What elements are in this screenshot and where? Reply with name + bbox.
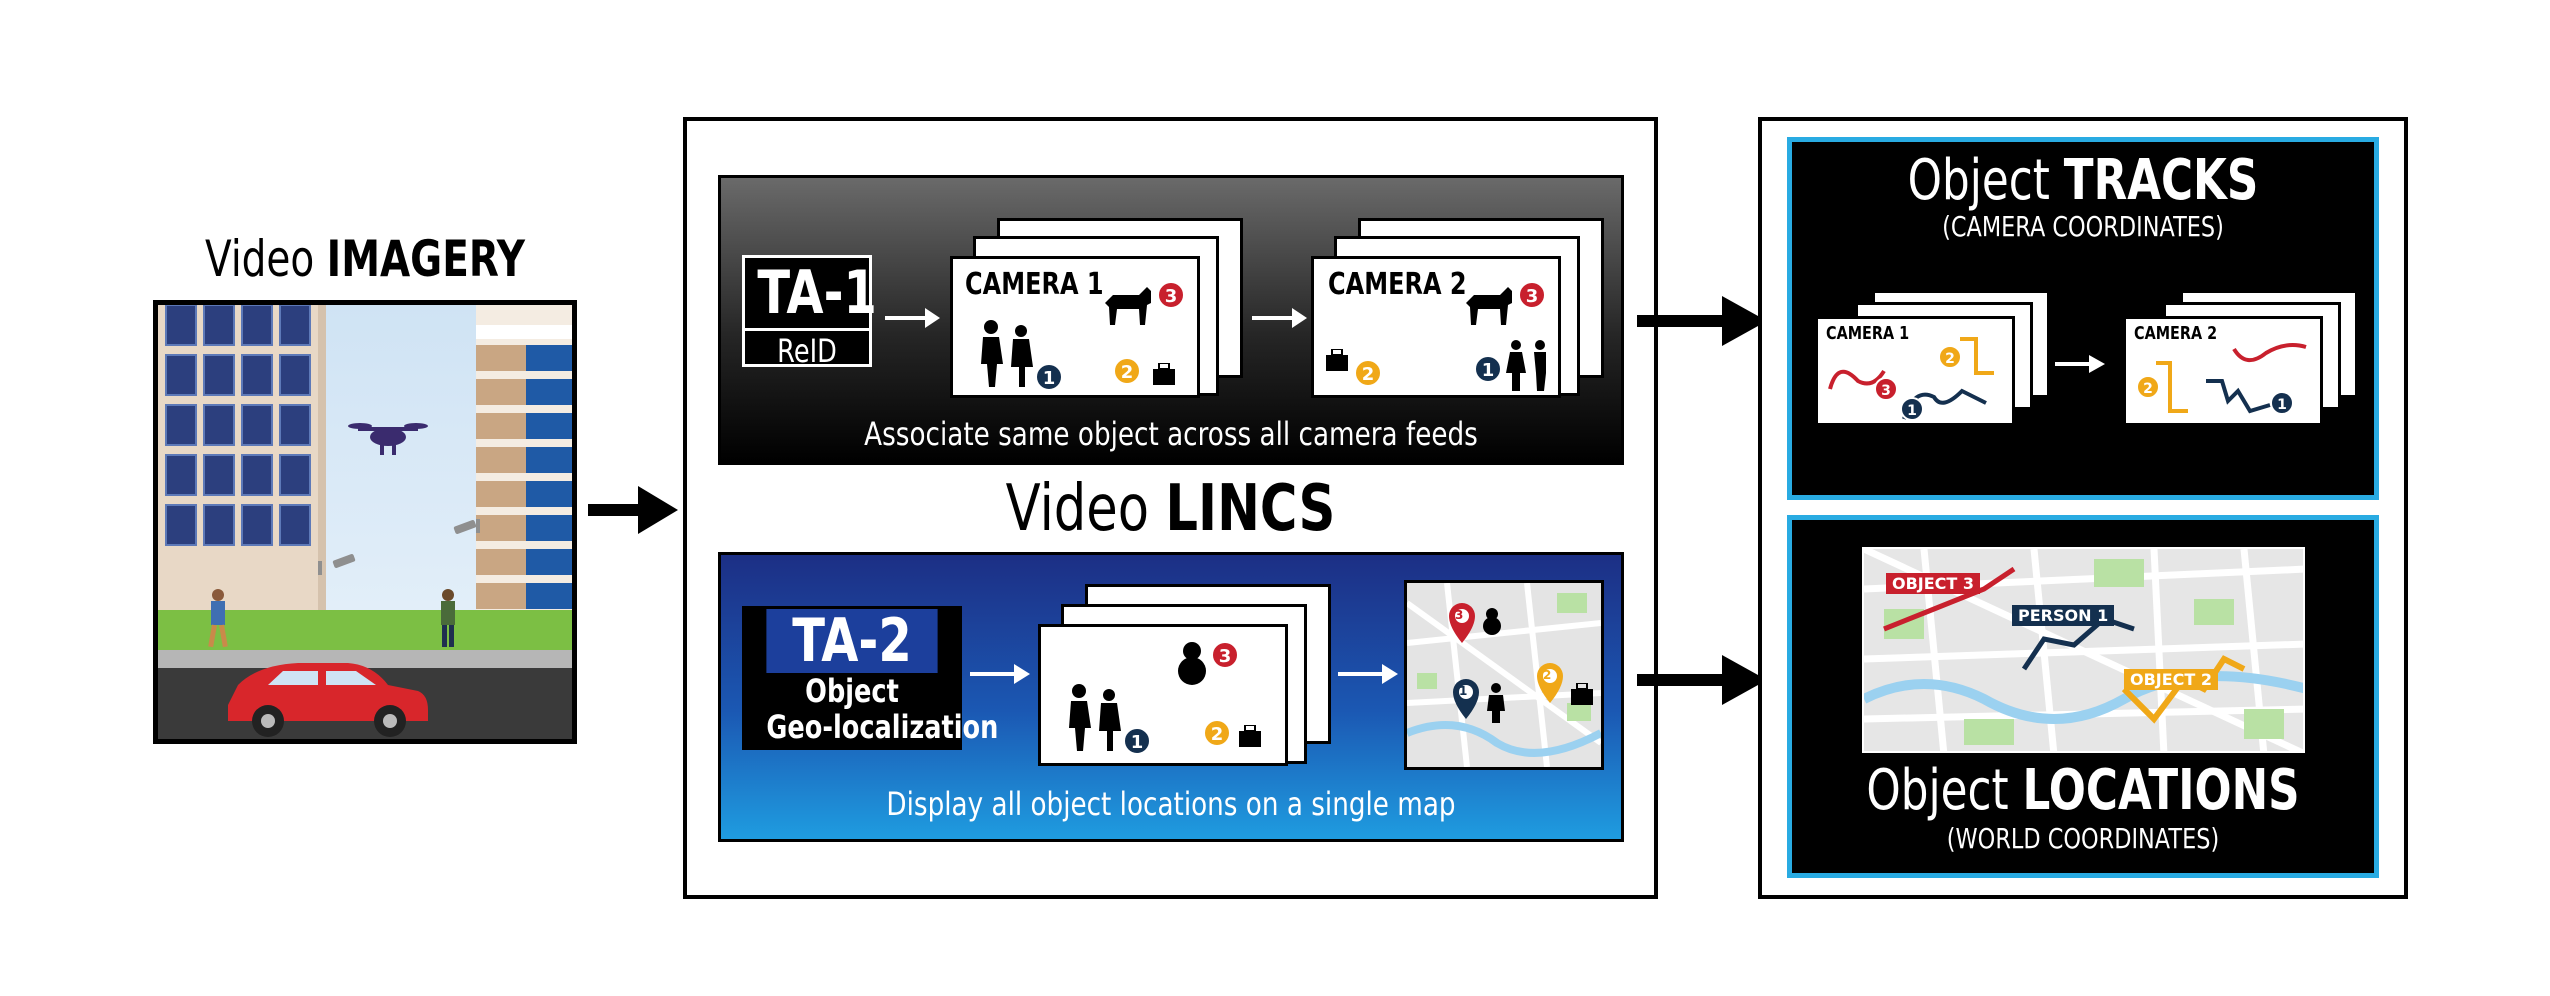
badge-1: 1: [2270, 391, 2294, 415]
tracks-title: Object TRACKS: [1852, 148, 2314, 213]
tracks-camera2-label: CAMERA 2: [2134, 323, 2218, 344]
luggage-icon: [1571, 683, 1593, 705]
ta1-arrow-to-camera2: [1252, 308, 1307, 328]
car-icon: [228, 663, 428, 737]
badge-1: 1: [1900, 397, 1924, 421]
object2-tag: OBJECT 2: [2124, 669, 2219, 690]
badge-1: 1: [1123, 727, 1151, 755]
pedestrian-icon: [208, 589, 228, 648]
camera2-label: CAMERA 2: [1328, 267, 1467, 302]
ta1-caption: Associate same object across all camera …: [864, 415, 1478, 453]
ta2-map: 3 2 1: [1404, 580, 1604, 770]
ta2-badge: TA-2 Object Geo-localization: [742, 606, 999, 750]
person-icon: [1487, 683, 1505, 723]
ta2-caption: Display all object locations on a single…: [886, 785, 1456, 823]
dog-icon: [1466, 287, 1512, 325]
locations-title-bold: LOCATIONS: [2022, 758, 2300, 823]
imagery-title-light: Video: [205, 230, 327, 288]
ta2-name-line2: Geo-localization: [766, 708, 999, 746]
badge-3: 3: [1211, 641, 1239, 669]
tracks-camera1-card: CAMERA 1 3 2 1: [1815, 316, 2015, 426]
badge-2: 2: [1354, 359, 1382, 387]
ta1-badge: TA-1 ReID: [742, 255, 877, 370]
security-camera-icon: [318, 554, 356, 575]
lincs-title-bold: LINCS: [1165, 472, 1336, 546]
camera1-card: CAMERA 1 1 3 2: [950, 256, 1200, 398]
ta2-camera-card: 1 3 2: [1038, 624, 1288, 766]
ta2-arrow-to-cards: [970, 664, 1030, 684]
dog-sitting-icon: [1483, 608, 1501, 635]
arrow-lincs-to-locations: [1637, 655, 1767, 705]
tracks-title-bold: TRACKS: [2063, 148, 2259, 213]
tracks-camera1-label: CAMERA 1: [1826, 323, 1910, 344]
badge-2: 2: [1938, 345, 1962, 369]
luggage-icon: [1326, 349, 1348, 371]
street-scene-illustration: [158, 305, 572, 739]
pedestrian-icon: [441, 589, 455, 647]
badge-3: 3: [1518, 281, 1546, 309]
imagery-title: Video IMAGERY: [197, 230, 532, 288]
arrow-imagery-to-lincs: [588, 486, 678, 534]
sidewalk: [158, 650, 572, 668]
people-icon: [981, 320, 1033, 387]
object3-track: [1883, 566, 2016, 632]
camera1-label: CAMERA 1: [965, 267, 1104, 302]
ta2-arrow-to-map: [1338, 664, 1398, 684]
security-camera-icon: [453, 519, 480, 534]
badge-2: 2: [2136, 375, 2160, 399]
tracks-camera2-card: CAMERA 2 2 1: [2123, 316, 2323, 426]
badge-3: 3: [1874, 377, 1898, 401]
drone-icon: [348, 423, 428, 455]
map-pin-label: 3: [1455, 608, 1464, 622]
map-pin-icon: [1537, 663, 1563, 703]
person1-tag: PERSON 1: [2012, 605, 2115, 626]
people-icon: [1069, 684, 1121, 751]
track-lines: [2156, 343, 2307, 414]
right-building-floors: [476, 325, 572, 609]
map-pin-icon: [1453, 679, 1479, 719]
lincs-title-light: Video: [1005, 472, 1166, 546]
people-icon: [1506, 340, 1546, 391]
map-pin-label: 2: [1543, 668, 1552, 682]
badge-3: 3: [1157, 281, 1185, 309]
city-map-illustration: [1407, 583, 1601, 767]
locations-title-light: Object: [1866, 758, 2023, 823]
ta2-code: TA-2: [766, 609, 938, 673]
badge-2: 2: [1203, 719, 1231, 747]
world-map: OBJECT 3 PERSON 1 OBJECT 2: [1862, 547, 2305, 753]
luggage-icon: [1239, 725, 1261, 747]
ta1-code: TA-1: [757, 258, 877, 328]
building-windows: [165, 305, 311, 546]
tracks-arrow: [2055, 355, 2105, 373]
ta1-name: ReID: [777, 332, 837, 370]
luggage-icon: [1153, 363, 1175, 385]
ta1-arrow-to-camera1: [885, 308, 940, 328]
ta2-name-line1: Object: [805, 672, 899, 710]
map-pin-icon: [1449, 603, 1475, 643]
camera2-card: CAMERA 2 3 2 1: [1311, 256, 1561, 398]
object3-tag: OBJECT 3: [1886, 573, 1981, 594]
tracks-subtitle: (CAMERA COORDINATES): [1942, 210, 2224, 243]
badge-1: 1: [1474, 355, 1502, 383]
badge-1: 1: [1035, 363, 1063, 391]
lincs-title: Video LINCS: [781, 472, 1561, 546]
imagery-title-bold: IMAGERY: [326, 230, 525, 288]
tracks-title-light: Object: [1907, 148, 2064, 213]
dog-sitting-icon: [1178, 642, 1206, 685]
arrow-lincs-to-tracks: [1637, 296, 1767, 346]
locations-title: Object LOCATIONS: [1852, 758, 2314, 823]
video-imagery-scene: [153, 300, 577, 744]
map-pin-label: 1: [1459, 684, 1468, 698]
locations-subtitle: (WORLD COORDINATES): [1946, 822, 2220, 855]
badge-2: 2: [1113, 357, 1141, 385]
dog-icon: [1105, 287, 1151, 325]
